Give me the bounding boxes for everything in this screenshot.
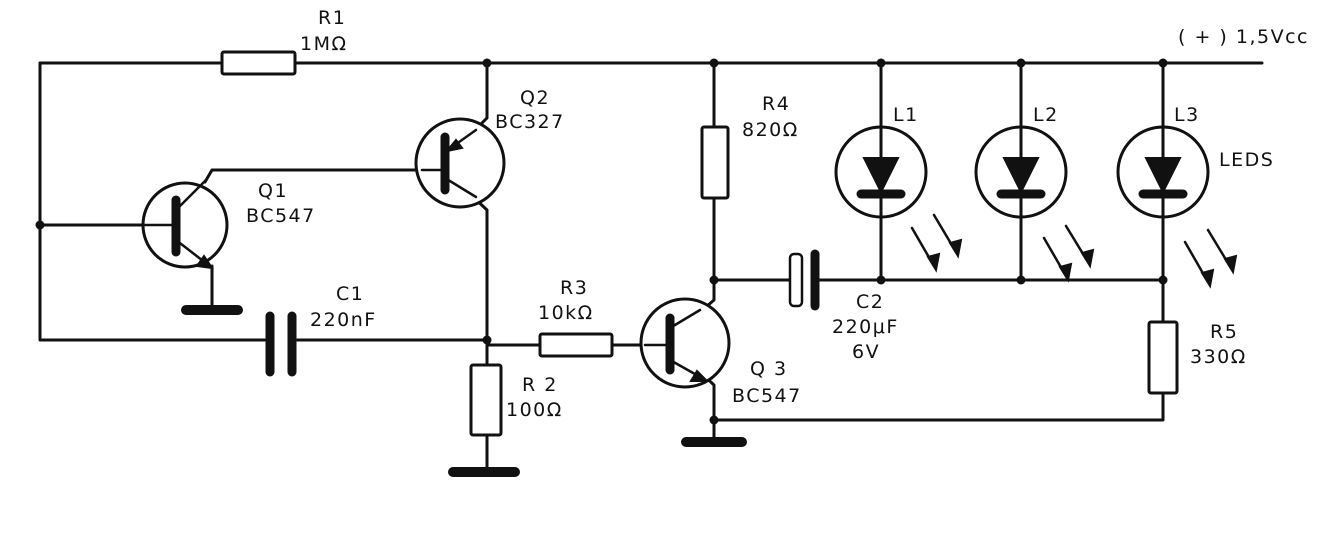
- led-l3: [1116, 125, 1238, 289]
- q2-ref: Q2: [520, 87, 550, 109]
- r2-ref: R 2: [522, 374, 558, 396]
- q1-ref: Q1: [258, 180, 288, 202]
- resistor-r2: [469, 363, 503, 437]
- transistor-q1: [141, 178, 243, 315]
- q1-type: BC547: [246, 205, 316, 227]
- leds-label: LEDS: [1219, 149, 1274, 171]
- c1-ref: C1: [336, 283, 364, 305]
- r5-ref: R5: [1210, 321, 1238, 343]
- q3-type: BC547: [732, 385, 802, 407]
- r2-value: 100Ω: [506, 399, 563, 421]
- r1-value: 1MΩ: [300, 33, 348, 55]
- q2-type: BC327: [495, 111, 565, 133]
- c2-rating: 6V: [852, 341, 880, 363]
- supply-label: ( + ) 1,5Vcc: [1178, 26, 1309, 48]
- c2-ref: C2: [856, 291, 884, 313]
- resistor-r3: [538, 332, 614, 358]
- r1-ref: R1: [318, 7, 346, 29]
- r4-value: 820Ω: [742, 119, 799, 141]
- resistor-r4: [700, 125, 730, 200]
- led-l2: [974, 125, 1095, 283]
- r4-ref: R4: [762, 93, 790, 115]
- r3-value: 10kΩ: [538, 302, 594, 324]
- q3-ref: Q 3: [750, 358, 788, 380]
- l1-ref: L1: [893, 104, 919, 126]
- c2-value: 220μF: [832, 316, 899, 338]
- wires: [38, 61, 1264, 472]
- capacitor-c1: [265, 311, 297, 377]
- l3-ref: L3: [1174, 104, 1200, 126]
- r3-ref: R3: [560, 277, 588, 299]
- transistor-q3: [639, 297, 731, 389]
- c1-value: 220nF: [310, 309, 377, 331]
- transistor-q2: [414, 117, 506, 209]
- junction-dots: [35, 58, 1168, 425]
- resistor-r5: [1147, 320, 1179, 395]
- l2-ref: L2: [1033, 104, 1059, 126]
- capacitor-c2: [788, 249, 820, 311]
- led-l1: [834, 125, 963, 273]
- r5-value: 330Ω: [1190, 346, 1247, 368]
- resistor-r1: [220, 50, 297, 76]
